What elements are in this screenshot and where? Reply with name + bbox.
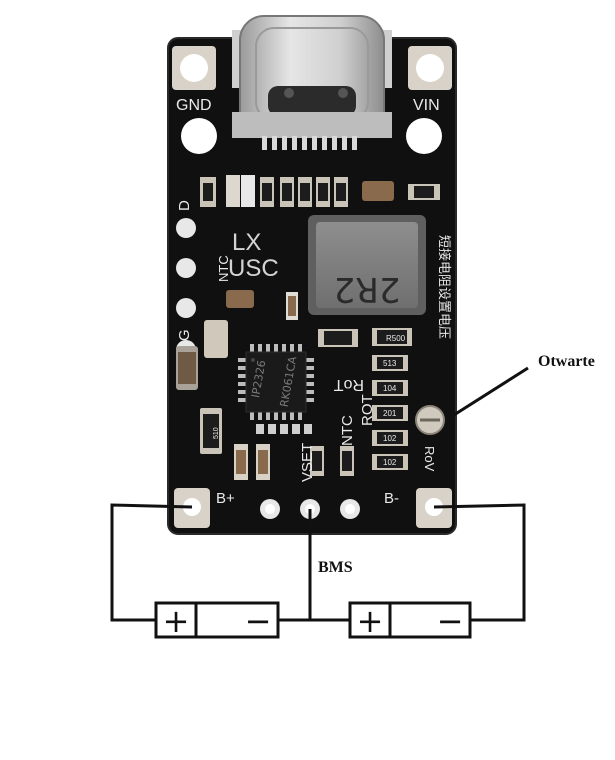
silk-rot-flipped: RoT	[334, 376, 364, 393]
hole-vin	[406, 118, 442, 154]
res-label-4: 102	[383, 434, 397, 443]
callout-line-otwarte	[445, 366, 529, 422]
battery-1-minus: −	[245, 602, 272, 640]
res-label-1: 513	[383, 359, 397, 368]
battery-1-plus: +	[163, 602, 190, 640]
usb-c-connector	[232, 15, 392, 150]
wiring	[110, 503, 526, 622]
top-resistor-row	[200, 175, 348, 207]
silk-gnd: GND	[176, 97, 212, 114]
ic-line1: IP2326	[249, 359, 268, 399]
cap-left-large	[204, 320, 228, 358]
label-bms: BMS	[318, 559, 353, 576]
pad-ntc	[176, 258, 196, 278]
resistor-stack	[318, 328, 412, 470]
ic-ip2326: IP2326 RK061CA	[238, 344, 314, 420]
cap-mid	[226, 290, 254, 308]
silk-usc: USC	[228, 255, 279, 282]
silk-vin: VIN	[413, 97, 440, 114]
inductor-2r2: 2R2	[308, 215, 426, 315]
silk-g: G	[176, 329, 193, 341]
battery-1: + −	[154, 601, 280, 640]
battery-2: + −	[348, 601, 472, 640]
pad-d	[176, 218, 196, 238]
pad-gnd-top	[172, 46, 216, 90]
silk-b-minus: B-	[384, 490, 399, 507]
res-label-5: 102	[383, 458, 397, 467]
silk-lx: LX	[232, 229, 261, 256]
cap-code-0: 510	[213, 427, 220, 439]
pad-g	[176, 298, 196, 318]
silk-d: D	[176, 200, 193, 211]
hole-gnd	[181, 118, 217, 154]
res-label-3: 201	[383, 409, 397, 418]
silk-rot: ROT	[359, 394, 376, 426]
res-label-0: R500	[386, 334, 406, 343]
silk-vset: VSET	[299, 443, 316, 482]
inductor-label: 2R2	[334, 269, 401, 309]
pad-vin-top	[408, 46, 452, 90]
silk-ntc: NTC	[216, 255, 231, 282]
silk-ntc2: NTC	[339, 415, 356, 446]
battery-2-minus: −	[437, 602, 464, 640]
label-otwarte: Otwarte	[538, 353, 595, 370]
silk-rov: RoV	[422, 446, 437, 472]
potentiometer	[415, 405, 445, 435]
silk-chinese: 短接电阻设置电压	[437, 235, 452, 339]
battery-2-plus: +	[357, 602, 384, 640]
cap-top-right	[362, 181, 394, 201]
silk-b-plus: B+	[216, 490, 235, 507]
res-label-2: 104	[383, 384, 397, 393]
